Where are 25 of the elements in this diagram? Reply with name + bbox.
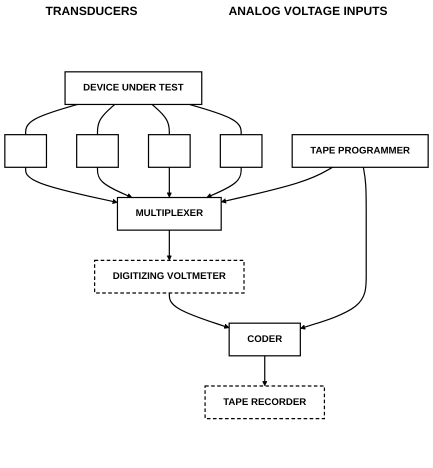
connector bbox=[189, 104, 242, 134]
arrow bbox=[166, 230, 172, 260]
node-box: CODER bbox=[228, 322, 301, 356]
node-box bbox=[220, 134, 263, 168]
arrow bbox=[300, 166, 367, 330]
note-label: TRANSDUCERS bbox=[46, 4, 138, 18]
node-box: MULTIPLEXER bbox=[116, 196, 222, 230]
node-box: TAPE RECORDER bbox=[204, 385, 326, 419]
connector bbox=[152, 104, 170, 134]
arrow bbox=[262, 356, 268, 386]
node-box bbox=[4, 134, 48, 168]
node-box: DEVICE UNDER TEST bbox=[64, 70, 202, 105]
node-box: DIGITIZING VOLTMETER bbox=[94, 260, 245, 294]
connector bbox=[96, 104, 116, 134]
arrow bbox=[220, 166, 333, 204]
arrow bbox=[166, 167, 172, 198]
arrow bbox=[168, 292, 230, 329]
arrow bbox=[206, 167, 242, 198]
node-box: TAPE PROGRAMMER bbox=[292, 134, 429, 168]
arrow bbox=[25, 167, 118, 204]
connector bbox=[25, 104, 78, 134]
note-label: ANALOG VOLTAGE INPUTS bbox=[228, 4, 388, 18]
node-box bbox=[76, 134, 119, 168]
node-box bbox=[148, 134, 191, 168]
arrow bbox=[96, 167, 132, 198]
